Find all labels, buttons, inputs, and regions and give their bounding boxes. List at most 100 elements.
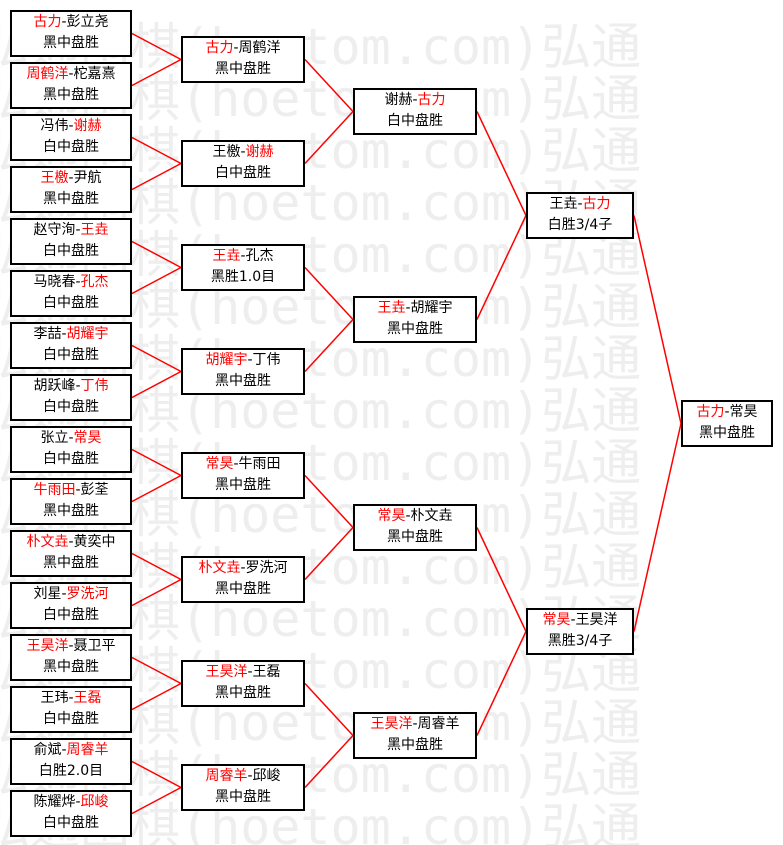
players-separator: - (724, 404, 730, 420)
player-name: 胡耀宇 (410, 300, 453, 316)
players-separator: - (412, 716, 418, 732)
match-box: 刘星-罗洗河白中盘胜 (10, 582, 132, 629)
players-separator: - (247, 352, 253, 368)
players-separator: - (570, 612, 576, 628)
winner-name: 古力 (696, 404, 725, 420)
players-separator: - (68, 534, 74, 550)
player-name: 周鹤洋 (238, 40, 281, 56)
bracket-connector (131, 578, 182, 607)
players-separator: - (68, 430, 74, 446)
match-players: 王垚-孔杰 (183, 246, 303, 267)
match-box: 马晓春-孔杰白中盘胜 (10, 270, 132, 317)
winner-name: 朴文垚 (198, 560, 241, 576)
match-result: 黑中盘胜 (215, 685, 271, 701)
match-players: 王垚-胡耀宇 (355, 298, 475, 319)
match-box: 胡跃峰-丁伟白中盘胜 (10, 374, 132, 421)
players-separator: - (240, 560, 246, 576)
players-separator: - (233, 40, 239, 56)
player-name: 孔杰 (245, 248, 274, 264)
player-name: 俞斌 (33, 742, 62, 758)
bracket-connector (476, 215, 527, 320)
players-separator: - (68, 170, 74, 186)
players-separator: - (75, 274, 81, 290)
winner-name: 王昊洋 (370, 716, 413, 732)
winner-name: 孔杰 (80, 274, 109, 290)
player-name: 胡跃峰 (33, 378, 76, 394)
bracket-connector (131, 136, 182, 165)
bracket-connector (304, 526, 354, 581)
player-name: 王玮 (40, 690, 69, 706)
bracket-connector (304, 266, 354, 321)
bracket-connector (633, 423, 682, 632)
match-result: 白中盘胜 (43, 451, 99, 467)
bracket-connector (633, 215, 682, 424)
match-players: 王檄-尹航 (12, 168, 130, 189)
bracket-connector (131, 344, 182, 373)
player-name: 彭立尧 (66, 14, 109, 30)
match-players: 刘星-罗洗河 (12, 584, 130, 605)
match-players: 张立-常昊 (12, 428, 130, 449)
match-players: 牛雨田-彭荃 (12, 480, 130, 501)
match-result: 黑中盘胜 (43, 35, 99, 51)
player-name: 冯伟 (40, 118, 69, 134)
match-box: 赵守洵-王垚白中盘胜 (10, 218, 132, 265)
winner-name: 周鹤洋 (26, 66, 69, 82)
match-players: 周鹤洋-柁嘉熹 (12, 64, 130, 85)
player-name: 黄奕中 (73, 534, 116, 550)
bracket-connector (131, 448, 182, 477)
match-result: 黑中盘胜 (387, 321, 443, 337)
bracket-connector (304, 682, 354, 737)
players-separator: - (75, 378, 81, 394)
match-players: 李喆-胡耀宇 (12, 324, 130, 345)
match-result: 白中盘胜 (387, 113, 443, 129)
match-result: 黑中盘胜 (43, 503, 99, 519)
players-separator: - (240, 144, 246, 160)
match-players: 俞斌-周睿羊 (12, 740, 130, 761)
bracket-connector (131, 760, 182, 789)
match-result: 黑中盘胜 (43, 87, 99, 103)
match-players: 胡耀宇-丁伟 (183, 350, 303, 371)
players-separator: - (75, 222, 81, 238)
player-name: 李喆 (33, 326, 62, 342)
match-result: 白中盘胜 (43, 139, 99, 155)
bracket-connector (131, 58, 182, 87)
players-separator: - (405, 508, 411, 524)
players-separator: - (412, 92, 418, 108)
match-players: 赵守洵-王垚 (12, 220, 130, 241)
match-result: 黑胜1.0目 (210, 269, 276, 285)
match-result: 白中盘胜 (43, 607, 99, 623)
players-separator: - (68, 66, 74, 82)
players-separator: - (61, 14, 67, 30)
match-players: 常昊-牛雨田 (183, 454, 303, 475)
match-box: 王垚-孔杰黑胜1.0目 (181, 244, 305, 291)
player-name: 张立 (40, 430, 69, 446)
players-separator: - (75, 794, 81, 810)
bracket-connector (476, 111, 527, 216)
match-players: 冯伟-谢赫 (12, 116, 130, 137)
match-box: 常昊-牛雨田黑中盘胜 (181, 452, 305, 499)
match-box: 王玮-王磊白中盘胜 (10, 686, 132, 733)
match-players: 古力-常昊 (683, 402, 771, 423)
player-name: 刘星 (33, 586, 62, 602)
winner-name: 常昊 (73, 430, 102, 446)
winner-name: 丁伟 (80, 378, 109, 394)
match-box: 张立-常昊白中盘胜 (10, 426, 132, 473)
player-name: 彭荃 (80, 482, 109, 498)
player-name: 周睿羊 (417, 716, 460, 732)
bracket-connector (476, 527, 527, 632)
match-players: 胡跃峰-丁伟 (12, 376, 130, 397)
players-separator: - (233, 456, 239, 472)
bracket-connector (304, 318, 354, 373)
players-separator: - (247, 664, 253, 680)
match-result: 黑中盘胜 (699, 425, 755, 441)
match-box: 周鹤洋-柁嘉熹黑中盘胜 (10, 62, 132, 109)
player-name: 邱峻 (252, 768, 281, 784)
bracket-connector (304, 110, 354, 165)
match-result: 白中盘胜 (215, 165, 271, 181)
winner-name: 朴文垚 (26, 534, 69, 550)
players-separator: - (61, 586, 67, 602)
player-name: 牛雨田 (238, 456, 281, 472)
winner-name: 周睿羊 (66, 742, 109, 758)
match-box: 陈耀烨-邱峻白中盘胜 (10, 790, 132, 837)
